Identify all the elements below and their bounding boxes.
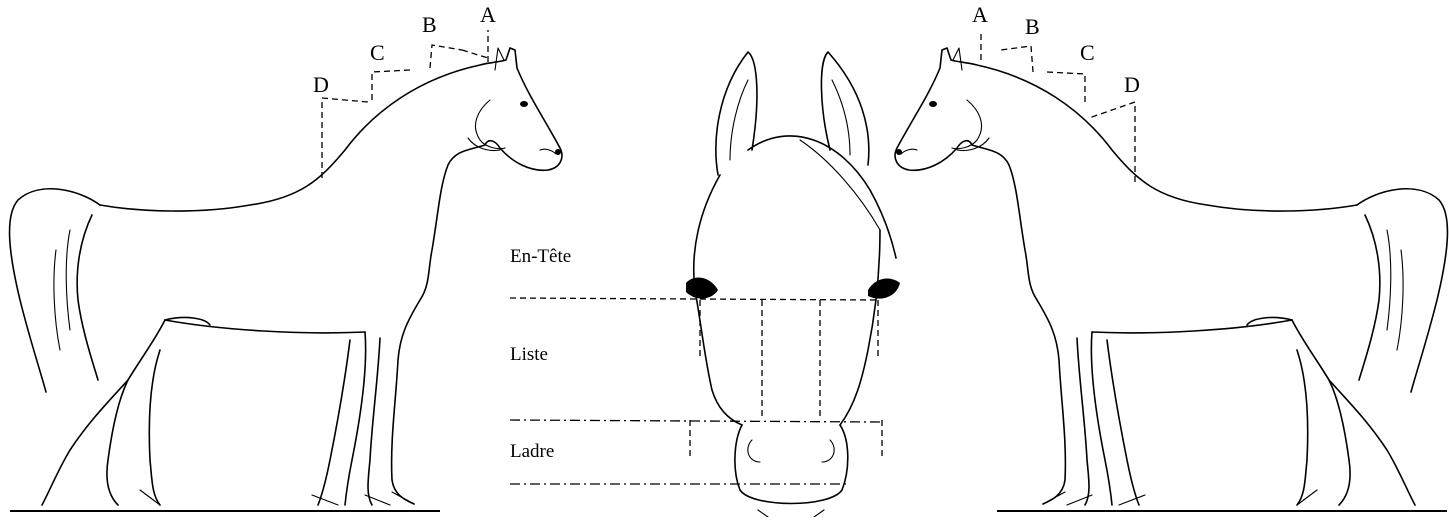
left-label-b: B [422,12,437,37]
right-horse-labels: A B C D [972,2,1140,97]
label-en-tete: En-Tête [510,246,571,267]
right-label-d: D [1124,72,1140,97]
label-ladre: Ladre [510,441,554,462]
left-label-a: A [480,2,496,27]
left-label-c: C [370,40,385,65]
left-horse-labels: A B C D [313,2,496,97]
horse-front-face [510,52,900,517]
left-horse-side-view [10,30,562,511]
right-label-a: A [972,2,988,27]
right-horse-side-view [895,32,1447,511]
face-region-labels: En-Tête Liste Ladre [510,246,571,462]
left-label-d: D [313,72,329,97]
right-label-c: C [1080,40,1095,65]
right-label-b: B [1025,14,1040,39]
label-liste: Liste [510,344,548,365]
